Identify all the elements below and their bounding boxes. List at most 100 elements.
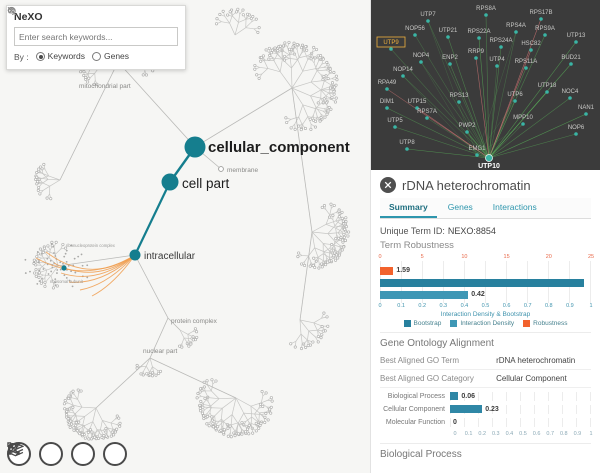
network-node-UTP13[interactable]: UTP13 xyxy=(567,33,586,39)
tree-label-nuclear-part[interactable]: nuclear part xyxy=(143,348,178,355)
network-node-UTP10[interactable]: UTP10 xyxy=(478,163,500,170)
interaction-density-bar xyxy=(380,290,469,299)
network-node-ENP2[interactable]: ENP2 xyxy=(442,55,458,61)
go-row-label: Best Aligned GO Category xyxy=(380,374,474,383)
go-alignment-row: Best Aligned GO Category Cellular Compone… xyxy=(380,370,591,388)
tab-interactions[interactable]: Interactions xyxy=(492,202,537,212)
network-node-UTP18[interactable]: UTP18 xyxy=(538,83,557,89)
ontology-tree-canvas[interactable]: mitochondrial part cellular_componentcell… xyxy=(0,0,370,473)
go-score-label: Molecular Function xyxy=(385,419,445,426)
node-cell-part[interactable] xyxy=(161,173,179,191)
network-node-BUD21[interactable]: BUD21 xyxy=(561,55,581,61)
network-node-HSC82[interactable]: HSC82 xyxy=(521,41,541,47)
network-node-RPS24A[interactable]: RPS24A xyxy=(489,38,512,44)
highlight-edges xyxy=(35,251,136,297)
network-node-UTP15[interactable]: UTP15 xyxy=(408,99,427,105)
go-score-label: Biological Process xyxy=(387,393,445,400)
radio-option-genes[interactable]: Genes xyxy=(91,51,129,61)
search-input[interactable] xyxy=(19,31,161,42)
node-selected-cluster[interactable] xyxy=(61,265,67,271)
network-node-NOC4[interactable]: NOC4 xyxy=(562,89,579,95)
network-node-RPS11A[interactable]: RPS11A xyxy=(515,59,538,65)
network-node-EMG1[interactable]: EMG1 xyxy=(468,146,486,152)
tree-label-membrane[interactable]: membrane xyxy=(227,167,258,174)
network-node-NOP14[interactable]: NOP14 xyxy=(393,67,413,73)
network-node-DIM1[interactable]: DIM1 xyxy=(380,99,395,105)
radio-keywords[interactable] xyxy=(35,51,45,61)
zoom-out-button[interactable] xyxy=(8,442,63,466)
go-row-value: Cellular Component xyxy=(496,374,567,383)
network-node-UTP7[interactable]: UTP7 xyxy=(420,12,436,18)
network-node-UTP4[interactable]: UTP4 xyxy=(489,57,505,63)
network-node-UTP5[interactable]: UTP5 xyxy=(387,118,403,124)
network-node-RRP9[interactable]: RRP9 xyxy=(468,49,485,55)
network-node-UTP6[interactable]: UTP6 xyxy=(507,92,523,98)
network-node-RPS13[interactable]: RPS13 xyxy=(449,93,469,99)
tab-genes[interactable]: Genes xyxy=(447,202,473,212)
term-robustness-heading: Term Robustness xyxy=(380,240,454,251)
legend-swatch xyxy=(523,320,531,327)
radio-option-keywords[interactable]: Keywords xyxy=(35,51,85,61)
fit-screen-button[interactable] xyxy=(7,442,95,466)
network-node-NOP4[interactable]: NOP4 xyxy=(413,53,430,59)
tree-label-mitochondrial-part[interactable]: mitochondrial part xyxy=(79,83,131,90)
legend-swatch xyxy=(450,320,458,327)
go-alignment-heading: Gene Ontology Alignment xyxy=(380,332,591,352)
search-box[interactable] xyxy=(7,6,178,46)
node-intracellular[interactable] xyxy=(129,249,141,261)
tab-summary[interactable]: Summary xyxy=(380,198,437,218)
tree-label-protein-complex[interactable]: protein complex xyxy=(171,318,218,325)
app-title: NeXO xyxy=(14,11,43,23)
network-node-NOP56[interactable]: NOP56 xyxy=(405,26,425,32)
bar-row-bootstrap xyxy=(380,278,590,287)
center-selection-button[interactable] xyxy=(8,442,127,466)
network-node-RPS17B[interactable]: RPS17B xyxy=(529,10,552,16)
network-edges xyxy=(386,14,587,159)
biological-process-heading: Biological Process xyxy=(380,443,591,463)
network-node-RPS22A[interactable]: RPS22A xyxy=(467,29,490,35)
network-node-PWP2[interactable]: PWP2 xyxy=(458,123,476,129)
go-score-bar-area: 0.06 xyxy=(450,392,591,401)
network-node-NAN1[interactable]: NAN1 xyxy=(578,105,595,111)
network-node-UTP9[interactable]: UTP9 xyxy=(383,40,399,46)
interaction-network-pane[interactable]: UTP7 RPS8A RPS17B NOP56 UTP21 RPS22A RPS4A RPS9… xyxy=(371,0,600,170)
radio-genes[interactable] xyxy=(91,51,101,61)
node-membrane[interactable] xyxy=(218,166,224,172)
go-score-bar xyxy=(450,405,483,413)
network-node-RPS8A[interactable]: RPS8A xyxy=(476,6,496,12)
tree-branches xyxy=(24,7,351,441)
interaction-network-canvas[interactable]: UTP7 RPS8A RPS17B NOP56 UTP21 RPS22A RPS4A RPS9… xyxy=(371,0,600,170)
tree-label-ribonucleoprotein-complex[interactable]: ribonucleoprotein complex xyxy=(66,243,116,248)
network-node-UTP8[interactable]: UTP8 xyxy=(399,140,415,146)
node-cellular-component[interactable] xyxy=(184,136,206,158)
network-node-UTP21[interactable]: UTP21 xyxy=(439,28,458,34)
network-node-RPS9A[interactable]: RPS9A xyxy=(535,26,555,32)
search-mode-row: By : Keywords Genes xyxy=(14,51,178,63)
layers-button[interactable] xyxy=(7,442,161,466)
unique-term-id-value: NEXO:8854 xyxy=(447,226,496,236)
network-node-NOP6[interactable]: NOP6 xyxy=(568,125,585,131)
tree-label-cellular-component[interactable]: cellular_component xyxy=(208,139,350,156)
tree-label-ribosomal-subunit[interactable]: ribosomal subunit xyxy=(50,279,84,284)
unique-term-id-label: Unique Term ID: xyxy=(380,226,445,236)
go-score-bar xyxy=(450,392,459,400)
network-node-MPP10[interactable]: MPP10 xyxy=(513,115,533,121)
by-label: By : xyxy=(14,51,29,62)
network-node-RPS4A[interactable]: RPS4A xyxy=(506,23,526,29)
network-node-RPS7A[interactable]: RPS7A xyxy=(417,109,437,115)
close-icon[interactable] xyxy=(380,177,396,193)
tree-label-intracellular[interactable]: intracellular xyxy=(144,251,196,262)
search-mode-radios: Keywords Genes xyxy=(29,51,129,63)
network-node-RPA49[interactable]: RPA49 xyxy=(378,80,397,86)
right-column: UTP7 RPS8A RPS17B NOP56 UTP21 RPS22A RPS4A RPS9… xyxy=(370,0,600,473)
tree-label-cell-part[interactable]: cell part xyxy=(182,176,230,191)
